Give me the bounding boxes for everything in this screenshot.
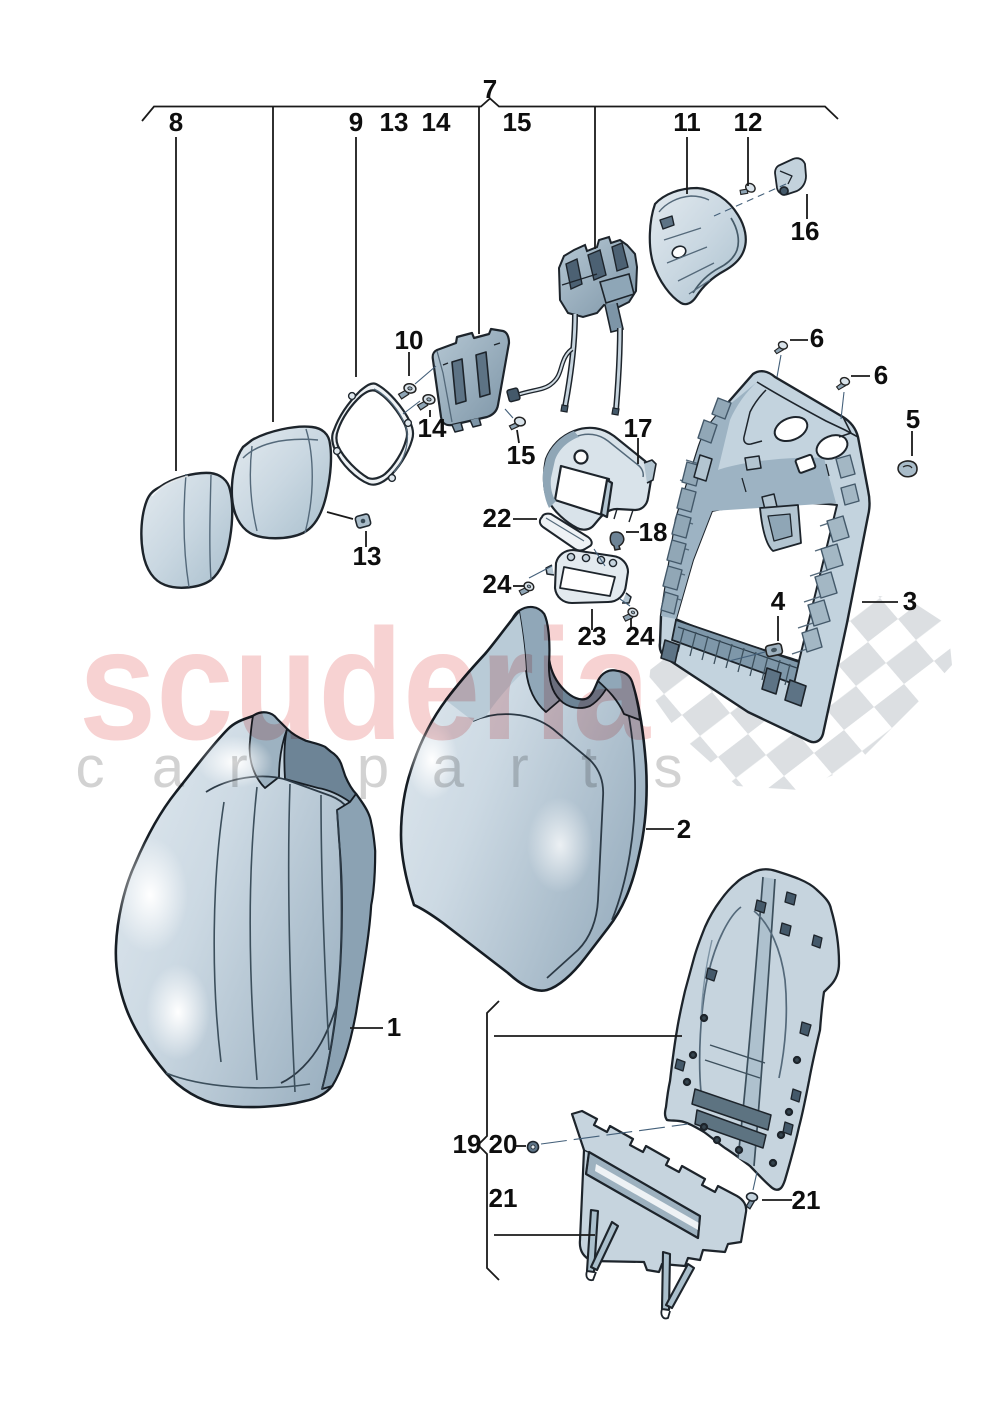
svg-text:scuderia: scuderia: [79, 597, 651, 773]
svg-text:a: a: [152, 735, 185, 800]
svg-text:2: 2: [677, 814, 691, 844]
svg-text:21: 21: [792, 1185, 821, 1215]
svg-text:6: 6: [810, 323, 824, 353]
svg-text:12: 12: [734, 107, 763, 137]
svg-text:13: 13: [353, 541, 382, 571]
svg-text:14: 14: [422, 107, 451, 137]
svg-text:13: 13: [380, 107, 409, 137]
svg-text:t: t: [581, 735, 597, 800]
svg-text:22: 22: [483, 503, 512, 533]
svg-text:s: s: [654, 735, 683, 800]
svg-text:24: 24: [483, 569, 512, 599]
svg-text:5: 5: [906, 404, 920, 434]
svg-text:10: 10: [395, 325, 424, 355]
svg-text:14: 14: [418, 413, 447, 443]
svg-text:1: 1: [387, 1012, 401, 1042]
svg-text:r: r: [228, 735, 247, 800]
svg-text:21: 21: [489, 1183, 518, 1213]
svg-text:8: 8: [169, 107, 183, 137]
svg-text:24: 24: [626, 621, 655, 651]
svg-text:9: 9: [349, 107, 363, 137]
svg-text:23: 23: [578, 621, 607, 651]
svg-text:11: 11: [673, 107, 701, 137]
svg-text:r: r: [509, 735, 528, 800]
svg-text:20: 20: [489, 1129, 518, 1159]
svg-text:15: 15: [503, 107, 532, 137]
svg-text:p: p: [357, 735, 389, 800]
svg-text:3: 3: [903, 586, 917, 616]
svg-text:16: 16: [791, 216, 820, 246]
svg-text:6: 6: [874, 360, 888, 390]
svg-text:4: 4: [771, 586, 786, 616]
svg-text:a: a: [432, 735, 465, 800]
svg-text:19: 19: [453, 1129, 482, 1159]
svg-text:7: 7: [483, 74, 497, 104]
svg-text:c: c: [76, 735, 105, 800]
svg-text:18: 18: [639, 517, 668, 547]
svg-text:17: 17: [624, 413, 653, 443]
svg-text:15: 15: [507, 440, 536, 470]
